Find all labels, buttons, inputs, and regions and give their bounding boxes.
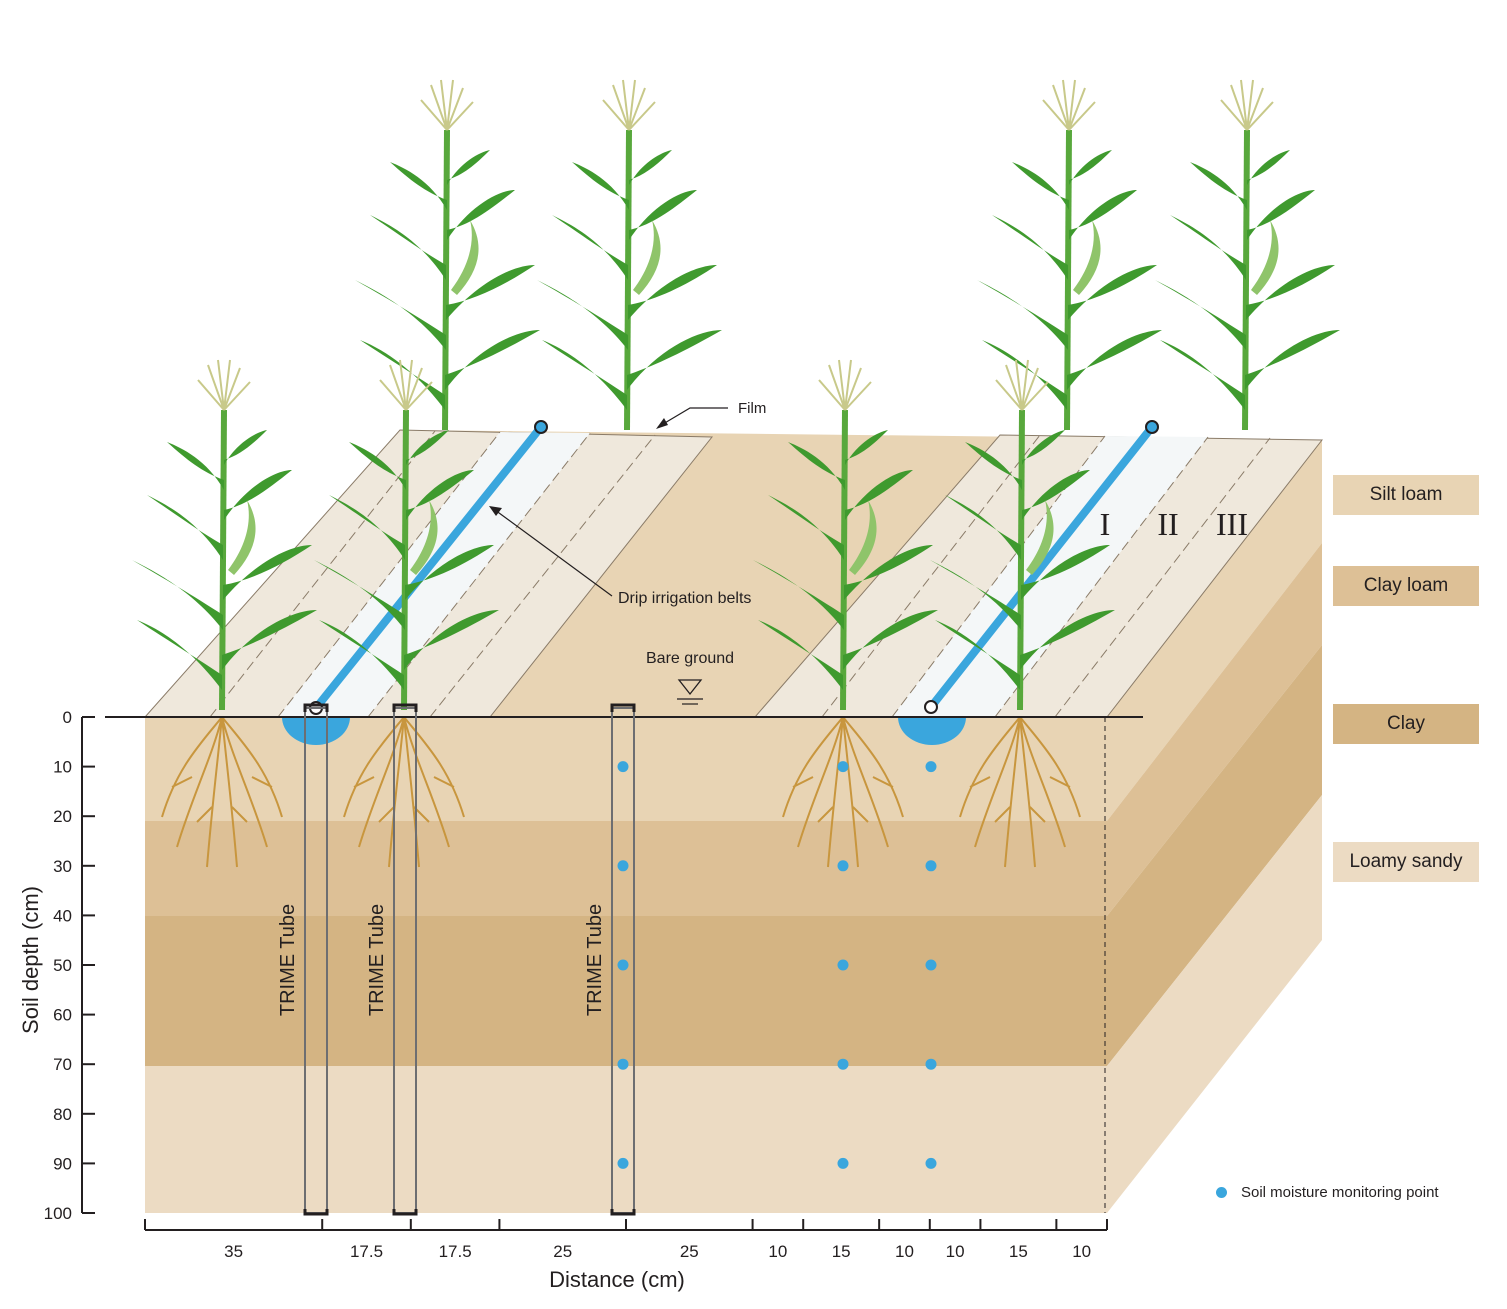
distance-segment-label: 10	[768, 1242, 787, 1261]
zone-label-i: I	[1100, 506, 1111, 542]
monitoring-point	[925, 1157, 937, 1169]
drip-belt-end-left	[534, 420, 548, 434]
depth-tick-label: 70	[53, 1055, 72, 1074]
distance-ticks: 35 17.5 17.5 25 25 10 15 10 10 15 10	[144, 1219, 1108, 1261]
zone-label-iii: III	[1216, 506, 1248, 542]
depth-tick-label: 90	[53, 1154, 72, 1173]
soil-legend-loamy-sandy: Loamy sandy	[1333, 842, 1479, 882]
drip-belt-left	[312, 423, 545, 712]
layer-silt-loam-side	[1107, 440, 1322, 821]
depth-tick-label: 50	[53, 956, 72, 975]
depth-tick-label: 80	[53, 1105, 72, 1124]
distance-segment-label: 10	[946, 1242, 965, 1261]
trime-tube-label-1: TRIME Tube	[277, 904, 299, 1016]
monitoring-point	[837, 959, 849, 971]
monitoring-point-legend-label: Soil moisture monitoring point	[1241, 1184, 1439, 1201]
distance-segment-label: 25	[680, 1242, 699, 1261]
bare-ground-label: Bare ground	[646, 650, 734, 667]
depth-tick-label: 10	[53, 758, 72, 777]
layer-clay-side	[1107, 645, 1322, 1066]
distance-axis-title: Distance (cm)	[549, 1267, 685, 1292]
monitoring-point	[837, 1157, 849, 1169]
trime-tube-label-3: TRIME Tube	[584, 904, 606, 1016]
maize-plant-back-1	[355, 80, 540, 430]
monitoring-point	[837, 761, 849, 773]
drip-belt-label: Drip irrigation belts	[618, 590, 751, 607]
wetting-bulb-right	[898, 717, 966, 745]
distance-segment-label: 15	[1009, 1242, 1028, 1261]
film-label: Film	[738, 400, 766, 417]
depth-tick-label: 20	[53, 807, 72, 826]
soil-legend-clay: Clay	[1333, 704, 1479, 744]
distance-segment-label: 17.5	[350, 1242, 383, 1261]
depth-tick-label: 30	[53, 857, 72, 876]
monitoring-point	[617, 1157, 629, 1169]
depth-tick-label: 100	[44, 1204, 72, 1223]
distance-segment-label: 17.5	[439, 1242, 472, 1261]
layer-loamy-sandy-side	[1107, 795, 1322, 1213]
monitoring-point-legend: Soil moisture monitoring point	[1216, 1184, 1439, 1201]
depth-ticks: 0 10 20 30 40 50 60 70 80 90 100	[44, 708, 95, 1223]
distance-segment-label: 35	[224, 1242, 243, 1261]
layer-loamy-sandy-front	[145, 1066, 1107, 1213]
maize-plant-back-3	[977, 80, 1162, 430]
drip-belt-end-right	[1145, 420, 1159, 434]
wetting-bulb-left	[282, 717, 350, 745]
water-level-icon	[677, 679, 703, 696]
monitoring-points	[617, 761, 937, 1169]
monitoring-point	[837, 860, 849, 872]
distance-segment-label: 25	[553, 1242, 572, 1261]
soil-legend-silt-loam: Silt loam	[1333, 475, 1479, 515]
soil-legend-clay-loam: Clay loam	[1333, 566, 1479, 606]
monitoring-point	[837, 1058, 849, 1070]
distance-segment-label: 10	[1072, 1242, 1091, 1261]
distance-segment-label: 15	[832, 1242, 851, 1261]
monitoring-point	[925, 860, 937, 872]
depth-tick-label: 0	[63, 708, 72, 727]
monitoring-point	[925, 959, 937, 971]
distance-segment-label: 10	[895, 1242, 914, 1261]
maize-plant-back-2	[537, 80, 722, 430]
monitoring-point	[617, 1058, 629, 1070]
monitoring-point	[617, 860, 629, 872]
zone-label-ii: II	[1157, 506, 1178, 542]
depth-tick-label: 40	[53, 906, 72, 925]
depth-tick-label: 60	[53, 1006, 72, 1025]
monitoring-point	[617, 761, 629, 773]
drip-belt-right	[927, 423, 1156, 711]
monitoring-point	[925, 1058, 937, 1070]
monitoring-point	[617, 959, 629, 971]
layer-clay-loam-side	[1107, 543, 1322, 916]
maize-plant-back-4	[1155, 80, 1340, 430]
depth-axis-title: Soil depth (cm)	[18, 886, 43, 1034]
trime-tube-label-2: TRIME Tube	[366, 904, 388, 1016]
monitoring-point	[925, 761, 937, 773]
monitoring-point-icon	[1216, 1187, 1227, 1198]
